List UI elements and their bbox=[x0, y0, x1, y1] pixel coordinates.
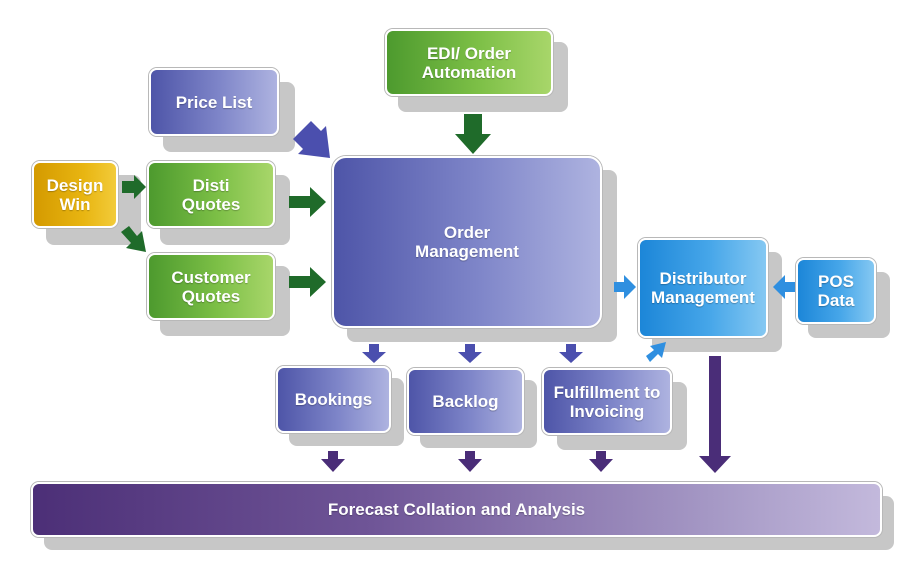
bookings-label: Bookings bbox=[294, 390, 373, 409]
fulfillment-to-invoicing-box: Fulfillment to Invoicing bbox=[542, 368, 672, 435]
arrow-edi-to-order bbox=[455, 114, 491, 154]
arrow-order-to-backlog bbox=[458, 344, 482, 363]
arrow-design-win-to-disti bbox=[122, 175, 146, 199]
arrow-design-win-to-customer bbox=[121, 226, 146, 252]
order-management-box: Order Management bbox=[332, 156, 602, 328]
edi-order-automation-box: EDI/ Order Automation bbox=[385, 29, 553, 96]
backlog-label: Backlog bbox=[432, 392, 499, 411]
arrow-backlog-to-forecast bbox=[458, 451, 482, 472]
bookings-box: Bookings bbox=[276, 366, 391, 433]
customer-quotes-box: Customer Quotes bbox=[147, 253, 275, 320]
distributor-management-label: Distributor Management bbox=[651, 269, 755, 307]
customer-quotes-label: Customer Quotes bbox=[171, 267, 251, 306]
price-list-label: Price List bbox=[175, 92, 253, 112]
arrow-bookings-to-forecast bbox=[321, 451, 345, 472]
arrow-price-list-to-order bbox=[293, 121, 330, 158]
distributor-management-box: Distributor Management bbox=[638, 238, 768, 338]
order-management-label: Order Management bbox=[415, 223, 519, 261]
arrow-pos-to-distributor bbox=[773, 275, 795, 299]
design-win-label: Design Win bbox=[46, 175, 104, 214]
price-list-box: Price List bbox=[149, 68, 279, 136]
disti-quotes-box: Disti Quotes bbox=[147, 161, 275, 228]
arrow-fulfillment-to-distributor bbox=[646, 342, 666, 362]
pos-data-label: POS Data bbox=[817, 272, 855, 310]
disti-quotes-label: Disti Quotes bbox=[181, 175, 241, 214]
pos-data-box: POS Data bbox=[796, 258, 876, 324]
edi-order-automation-label: EDI/ Order Automation bbox=[421, 43, 517, 82]
backlog-box: Backlog bbox=[407, 368, 524, 435]
fulfillment-to-invoicing-label: Fulfillment to Invoicing bbox=[553, 382, 661, 421]
arrow-order-to-distributor bbox=[614, 275, 636, 299]
forecast-collation-label: Forecast Collation and Analysis bbox=[327, 500, 586, 519]
arrow-disti-to-order bbox=[289, 187, 326, 217]
arrow-distributor-to-forecast bbox=[699, 356, 731, 473]
forecast-collation-box: Forecast Collation and Analysis bbox=[31, 482, 882, 537]
arrow-order-to-fulfillment bbox=[559, 344, 583, 363]
arrow-fulfillment-to-forecast bbox=[589, 451, 613, 472]
arrow-customer-to-order bbox=[289, 267, 326, 297]
arrow-order-to-bookings bbox=[362, 344, 386, 363]
design-win-box: Design Win bbox=[32, 161, 118, 228]
